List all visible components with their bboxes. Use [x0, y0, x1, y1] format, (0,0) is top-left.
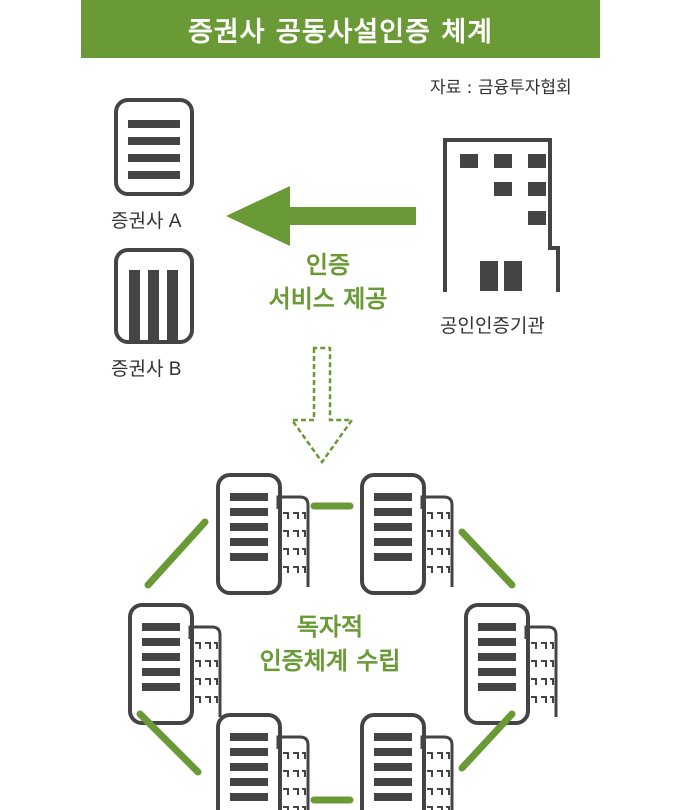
service-line-2: 서비스 제공 [268, 285, 388, 313]
firm-a-label: 증권사 A [111, 211, 182, 232]
page-title: 증권사 공동사설인증 체계 [187, 16, 494, 48]
independent-line-2: 인증체계 수립 [259, 647, 401, 675]
service-text: 인증 서비스 제공 [248, 248, 408, 316]
title-bar: 증권사 공동사설인증 체계 [81, 0, 600, 58]
building-b-icon [114, 248, 194, 344]
arrow-left-icon [226, 186, 416, 246]
network-connectors [136, 502, 516, 804]
independent-text: 독자적 인증체계 수립 [240, 610, 420, 678]
building-a-icon [114, 98, 194, 196]
ca-building-icon [443, 138, 560, 292]
firm-b-label: 증권사 B [111, 359, 182, 380]
dashed-arrow-down-icon [289, 346, 355, 465]
source-label: 자료 : 금융투자협회 [430, 78, 572, 98]
ca-label: 공인인증기관 [440, 316, 545, 337]
independent-line-1: 독자적 [296, 613, 364, 641]
service-line-1: 인증 [305, 251, 351, 279]
